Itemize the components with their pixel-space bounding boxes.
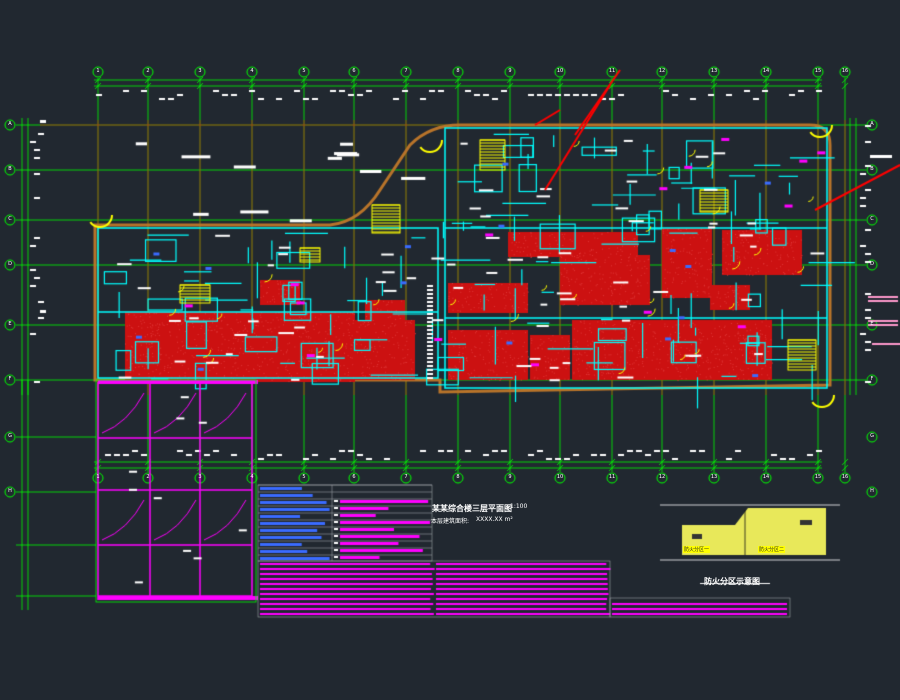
column-axis-top-14: 14: [762, 68, 770, 74]
row-axis-right-B: B: [870, 166, 874, 172]
area-value: XXXX.XX m²: [476, 516, 513, 523]
column-axis-bottom-1: 1: [96, 474, 100, 480]
column-axis-bottom-11: 11: [608, 474, 616, 480]
row-axis-right-H: H: [870, 488, 874, 494]
column-axis-bottom-3: 3: [198, 474, 202, 480]
column-axis-top-13: 13: [710, 68, 718, 74]
column-axis-top-1: 1: [96, 68, 100, 74]
column-axis-top-9: 9: [508, 68, 512, 74]
row-axis-right-D: D: [870, 261, 874, 267]
fire-zone-inset-title: 防火分区示意图: [704, 577, 760, 586]
column-axis-top-6: 6: [352, 68, 356, 74]
area-label: 本层建筑面积:: [431, 518, 470, 525]
fire-zone-2-label: 防火分区二: [758, 546, 786, 553]
column-axis-bottom-5: 5: [302, 474, 306, 480]
column-axis-bottom-10: 10: [556, 474, 564, 480]
column-axis-bottom-13: 13: [710, 474, 718, 480]
column-axis-bottom-8: 8: [456, 474, 460, 480]
column-axis-bottom-7: 7: [404, 474, 408, 480]
drawing-title: 某某综合楼三层平面图: [432, 504, 512, 513]
column-axis-top-5: 5: [302, 68, 306, 74]
column-axis-top-8: 8: [456, 68, 460, 74]
column-axis-top-15: 15: [814, 68, 822, 74]
drawing-scale: 1:100: [510, 503, 528, 510]
column-axis-top-12: 12: [658, 68, 666, 74]
row-axis-right-F: F: [870, 376, 874, 382]
column-axis-bottom-2: 2: [146, 474, 150, 480]
column-axis-bottom-16: 16: [841, 474, 849, 480]
column-axis-top-10: 10: [556, 68, 564, 74]
column-axis-bottom-15: 15: [814, 474, 822, 480]
row-axis-left-E: E: [8, 321, 12, 327]
row-axis-left-C: C: [8, 216, 12, 222]
fire-zone-1-label: 防火分区一: [683, 546, 711, 553]
column-axis-top-4: 4: [250, 68, 254, 74]
row-axis-right-C: C: [870, 216, 874, 222]
column-axis-top-2: 2: [146, 68, 150, 74]
row-axis-right-E: E: [870, 321, 874, 327]
column-axis-bottom-9: 9: [508, 474, 512, 480]
column-axis-top-7: 7: [404, 68, 408, 74]
row-axis-left-A: A: [8, 121, 12, 127]
column-axis-bottom-6: 6: [352, 474, 356, 480]
column-axis-bottom-12: 12: [658, 474, 666, 480]
column-axis-top-3: 3: [198, 68, 202, 74]
row-axis-left-B: B: [8, 166, 12, 172]
row-axis-left-D: D: [8, 261, 12, 267]
row-axis-left-G: G: [8, 433, 12, 439]
column-axis-top-11: 11: [608, 68, 616, 74]
column-axis-bottom-14: 14: [762, 474, 770, 480]
row-axis-left-F: F: [8, 376, 12, 382]
column-axis-bottom-4: 4: [250, 474, 254, 480]
row-axis-right-A: A: [870, 121, 874, 127]
column-axis-top-16: 16: [841, 68, 849, 74]
row-axis-left-H: H: [8, 488, 12, 494]
row-axis-right-G: G: [870, 433, 874, 439]
